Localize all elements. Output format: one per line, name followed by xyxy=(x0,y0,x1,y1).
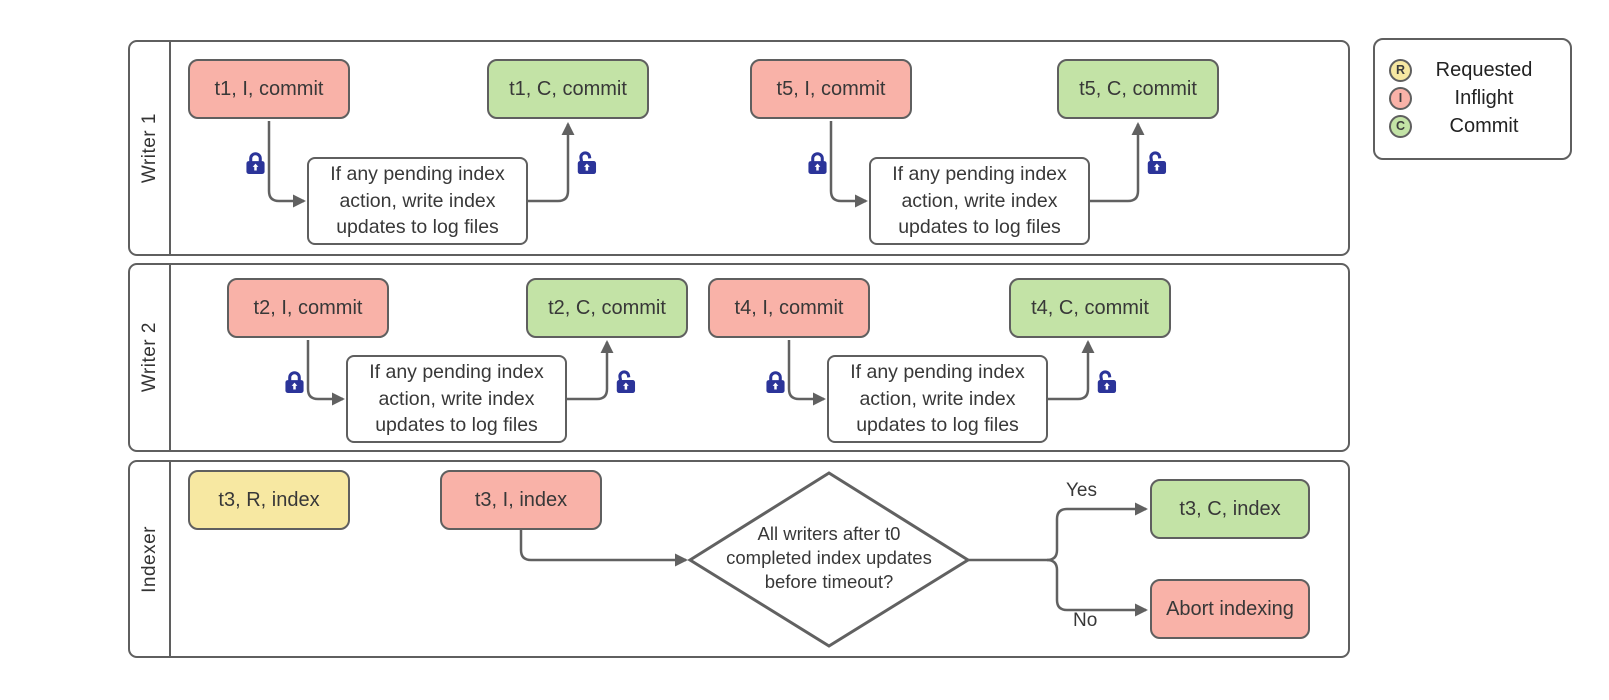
process-box-writer2-b-label: If any pending index action, write index… xyxy=(850,361,1025,437)
process-box-writer1-a-label: If any pending index action, write index… xyxy=(330,163,505,239)
requested-state-icon: R xyxy=(1389,58,1412,82)
edge-label-no: No xyxy=(1073,610,1098,631)
lane-writer-2-header: Writer 2 xyxy=(130,265,171,450)
node-t3-commit-label: t3, C, index xyxy=(1179,497,1281,520)
legend-row-inflight: I Inflight xyxy=(1389,84,1556,112)
legend-label-requested: Requested xyxy=(1435,58,1533,81)
node-t5-inflight: t5, I, commit xyxy=(750,59,912,119)
lane-writer-1-header: Writer 1 xyxy=(130,42,171,254)
lock-closed-icon xyxy=(285,371,304,393)
process-box-writer1-b-label: If any pending index action, write index… xyxy=(892,163,1067,239)
node-t4-commit-label: t4, C, commit xyxy=(1031,296,1149,319)
commit-state-icon: C xyxy=(1389,114,1412,138)
node-t4-commit: t4, C, commit xyxy=(1009,278,1171,338)
lock-open-icon xyxy=(616,370,636,394)
process-box-writer2-a: If any pending index action, write index… xyxy=(346,355,567,443)
node-t3-inflight: t3, I, index xyxy=(440,470,602,530)
lock-open-icon xyxy=(1097,370,1117,394)
node-t2-commit: t2, C, commit xyxy=(526,278,688,338)
node-t3-requested-label: t3, R, index xyxy=(218,488,320,511)
lock-open-icon xyxy=(577,151,597,175)
lock-closed-icon xyxy=(766,371,785,393)
legend-row-commit: C Commit xyxy=(1389,112,1556,140)
node-t4-inflight-label: t4, I, commit xyxy=(734,296,844,319)
process-box-writer2-b: If any pending index action, write index… xyxy=(827,355,1048,443)
lane-indexer-label: Indexer xyxy=(138,525,160,593)
node-t1-commit: t1, C, commit xyxy=(487,59,649,119)
edge-label-yes: Yes xyxy=(1066,480,1097,501)
legend-label-inflight: Inflight xyxy=(1454,86,1514,109)
lane-writer-1-label: Writer 1 xyxy=(138,112,160,184)
node-abort-indexing-label: Abort indexing xyxy=(1166,597,1294,620)
legend-label-commit: Commit xyxy=(1449,114,1519,137)
node-abort-indexing: Abort indexing xyxy=(1150,579,1310,639)
lock-closed-icon xyxy=(808,152,827,174)
lane-indexer-header: Indexer xyxy=(130,462,171,656)
node-t1-commit-label: t1, C, commit xyxy=(509,77,627,100)
node-t2-commit-label: t2, C, commit xyxy=(548,296,666,319)
process-box-writer1-a: If any pending index action, write index… xyxy=(307,157,528,245)
node-t3-commit: t3, C, index xyxy=(1150,479,1310,539)
lane-writer-2-label: Writer 2 xyxy=(138,322,160,393)
node-t3-inflight-label: t3, I, index xyxy=(474,488,568,511)
node-t1-inflight: t1, I, commit xyxy=(188,59,350,119)
lock-open-icon xyxy=(1147,151,1167,175)
node-t5-commit: t5, C, commit xyxy=(1057,59,1219,119)
node-t5-commit-label: t5, C, commit xyxy=(1079,77,1197,100)
inflight-state-icon: I xyxy=(1389,86,1412,110)
node-t1-inflight-label: t1, I, commit xyxy=(214,77,324,100)
legend: R Requested I Inflight C Commit xyxy=(1373,38,1572,160)
node-t2-inflight: t2, I, commit xyxy=(227,278,389,338)
process-box-writer2-a-label: If any pending index action, write index… xyxy=(369,361,544,437)
lock-closed-icon xyxy=(246,152,265,174)
node-t5-inflight-label: t5, I, commit xyxy=(776,77,886,100)
node-t3-requested: t3, R, index xyxy=(188,470,350,530)
legend-row-requested: R Requested xyxy=(1389,56,1556,84)
node-t2-inflight-label: t2, I, commit xyxy=(253,296,363,319)
decision-label: All writers after t0 completed index upd… xyxy=(726,522,932,593)
node-t4-inflight: t4, I, commit xyxy=(708,278,870,338)
process-box-writer1-b: If any pending index action, write index… xyxy=(869,157,1090,245)
